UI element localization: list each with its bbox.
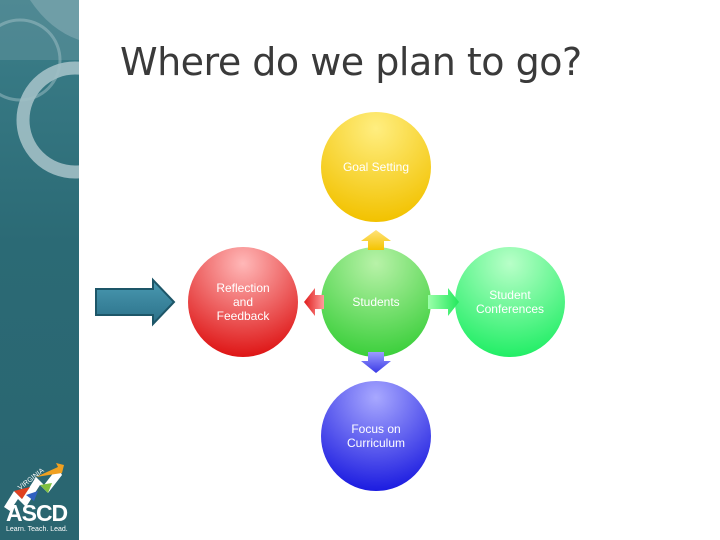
goal-setting-circle bbox=[321, 112, 431, 222]
students-circle bbox=[321, 247, 431, 357]
big-arrow-icon bbox=[95, 277, 176, 327]
conferences-circle bbox=[455, 247, 565, 357]
arrow-right-icon bbox=[428, 288, 459, 316]
logo-name: ASCD bbox=[6, 500, 68, 526]
students-label: Students bbox=[321, 247, 431, 357]
conferences-label: Student Conferences bbox=[455, 247, 565, 357]
arrow-down-icon bbox=[361, 352, 391, 373]
goal-setting-label: Goal Setting bbox=[321, 112, 431, 222]
curriculum-circle bbox=[321, 381, 431, 491]
reflection-text: Reflection and Feedback bbox=[216, 281, 270, 323]
ascd-logo-icon bbox=[4, 463, 64, 511]
slide-title: Where do we plan to go? bbox=[120, 40, 582, 84]
sidebar: VIRGINIA ASCD Learn. Teach. Lead. bbox=[0, 0, 79, 540]
logo-tagline: Learn. Teach. Lead. bbox=[6, 526, 68, 533]
conferences-text: Student Conferences bbox=[475, 288, 545, 316]
reflection-label: Reflection and Feedback bbox=[188, 247, 298, 357]
goal-setting-text: Goal Setting bbox=[342, 160, 410, 174]
decorative-rings bbox=[0, 0, 79, 179]
curriculum-label: Focus on Curriculum bbox=[321, 381, 431, 491]
arrow-up-icon bbox=[361, 230, 391, 250]
students-text: Students bbox=[352, 295, 400, 309]
arrow-left-icon bbox=[304, 288, 324, 316]
curriculum-text: Focus on Curriculum bbox=[346, 422, 405, 450]
reflection-circle bbox=[188, 247, 298, 357]
